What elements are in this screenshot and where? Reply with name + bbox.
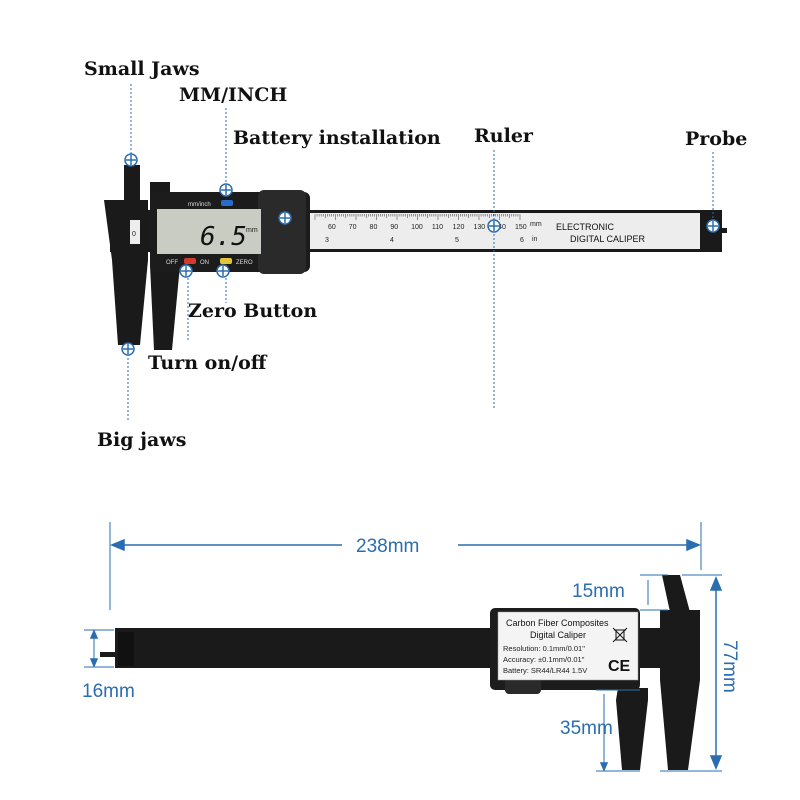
depth-end-cap [118, 632, 134, 666]
marker-icon [216, 264, 230, 278]
slider-big-jaw [150, 265, 180, 350]
marker-icon [121, 342, 135, 356]
plate-accuracy: Accuracy: ±0.1mm/0.01" [503, 655, 585, 664]
beam-scale-strip [300, 213, 700, 249]
label-turn-on-off: Turn on/off [148, 352, 268, 374]
label-mm-inch: MM/INCH [179, 84, 287, 106]
plate-line-2: Digital Caliper [530, 630, 586, 640]
label-ruler: Ruler [474, 125, 534, 147]
scale-ticks: 607080901001101201301401503456 [314, 214, 527, 244]
scale-in-mark: in [532, 236, 538, 243]
scale-mm-number: 120 [453, 224, 465, 231]
on-label: ON [200, 260, 209, 266]
fixed-small-jaw [662, 575, 690, 612]
arrow-right-icon [686, 538, 701, 552]
marker-icon [487, 219, 501, 233]
arrow-down-icon [89, 658, 99, 668]
arrow-down-icon [709, 755, 723, 770]
ce-mark: CE [608, 658, 631, 675]
beam-title-1: ELECTRONIC [556, 222, 615, 232]
arrow-up-icon [709, 576, 723, 591]
top-caliper: 607080901001101201301401503456 mm in ELE… [84, 58, 747, 451]
scale-mm-number: 60 [328, 224, 336, 231]
marker-icon [278, 211, 292, 225]
scale-mm-number: 110 [432, 224, 443, 231]
dim-small-jaw: 15mm [572, 581, 625, 602]
marker-icon [124, 153, 138, 167]
arrow-left-icon [110, 538, 125, 552]
fixed-big-jaw [660, 610, 700, 770]
plate-battery: Battery: SR44/LR44 1.5V [503, 666, 587, 675]
beam-title-2: DIGITAL CALIPER [570, 234, 646, 244]
mode-label: mm/inch [188, 202, 211, 208]
plate-resolution: Resolution: 0.1mm/0.01" [503, 644, 585, 653]
scale-inch-number: 3 [325, 237, 329, 244]
scale-mm-number: 70 [349, 224, 357, 231]
zero-label: ZERO [236, 260, 253, 266]
dim-total-length: 238mm [356, 536, 419, 557]
scale-mm-number: 90 [390, 224, 398, 231]
scale-mm-number: 130 [473, 224, 485, 231]
scale-inch-number: 5 [455, 237, 459, 244]
scale-mm-mark: mm [530, 221, 542, 228]
label-big-jaws: Big jaws [97, 429, 186, 451]
plate-line-1: Carbon Fiber Composites [506, 618, 609, 628]
zero-button[interactable] [220, 258, 232, 264]
thumb-wheel[interactable] [505, 678, 541, 694]
dim-height: 77mm [719, 640, 740, 693]
thumb-wheel[interactable] [258, 190, 306, 274]
off-label: OFF [166, 260, 178, 266]
scale-mm-number: 100 [411, 224, 423, 231]
weee-bin-icon [612, 627, 628, 643]
label-small-jaws: Small Jaws [84, 58, 200, 80]
dim-big-jaw: 35mm [560, 718, 613, 739]
probe [100, 652, 120, 657]
fixed-small-jaw [124, 165, 140, 200]
scale-mm-number: 80 [370, 224, 378, 231]
mode-button[interactable] [221, 200, 233, 206]
label-zero-button: Zero Button [188, 300, 317, 322]
arrow-up-icon [89, 629, 99, 639]
lcd-reading: 6.5 [200, 222, 247, 252]
fixed-jaw-window [130, 220, 140, 244]
lcd-screen [157, 209, 261, 254]
fixed-big-jaw [104, 200, 148, 345]
bottom-caliper: Carbon Fiber Composites Digital Caliper … [82, 522, 740, 772]
marker-icon [706, 219, 720, 233]
slider-big-jaw [616, 688, 648, 770]
zero-mark: 0 [132, 231, 136, 238]
scale-mm-number: 150 [515, 224, 527, 231]
off-button[interactable] [184, 258, 196, 264]
marker-icon [219, 183, 233, 197]
lcd-unit: mm [246, 227, 258, 234]
dim-beam-width: 16mm [82, 681, 135, 702]
marker-icon [179, 264, 193, 278]
scale-inch-number: 4 [390, 237, 394, 244]
label-battery: Battery installation [233, 127, 441, 149]
scale-inch-number: 6 [520, 237, 524, 244]
spec-plate [497, 611, 639, 681]
arrow-down-icon [599, 762, 609, 772]
label-probe: Probe [685, 128, 747, 150]
